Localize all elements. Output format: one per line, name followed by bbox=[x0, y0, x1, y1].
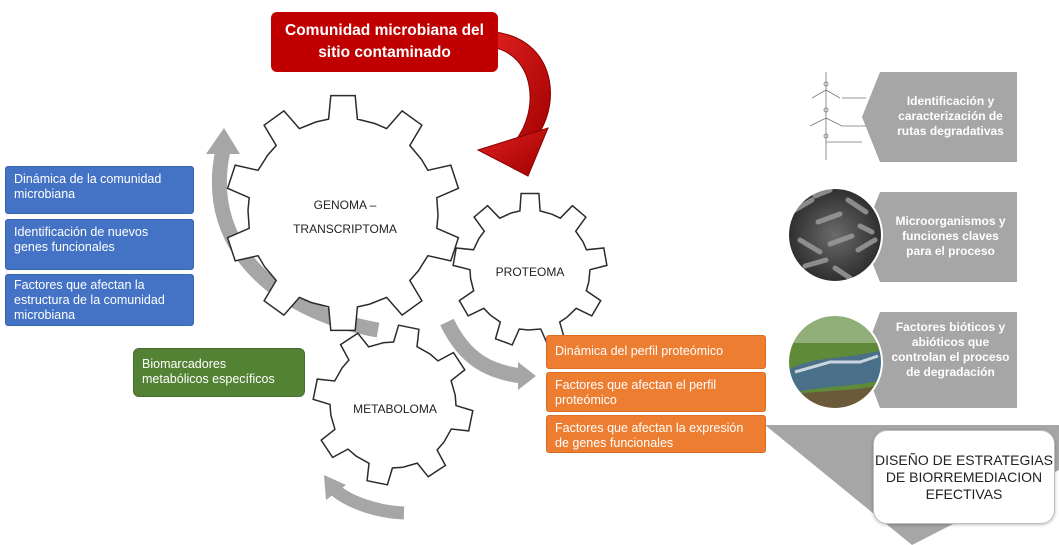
arrow-to-orange bbox=[440, 318, 524, 384]
pathway-diagram-image bbox=[809, 72, 866, 160]
panel-text-factors: Factores bióticos y abióticos que contro… bbox=[891, 320, 1010, 379]
panel-text-pathways: Identificación y caracterización de ruta… bbox=[897, 94, 1004, 138]
gear-genoma bbox=[226, 94, 460, 332]
panel-text-microorganisms: Microorganismos y funciones claves para … bbox=[895, 214, 1006, 258]
blue-box-community-structure: Factores que afectan la estructura de la… bbox=[5, 274, 194, 326]
arc-arrow-left-head bbox=[206, 128, 240, 154]
gray-panel-2 bbox=[862, 192, 1017, 282]
arrow-bottom bbox=[330, 484, 405, 520]
orange-box-gene-expression: Factores que afectan la expresión de gen… bbox=[546, 415, 766, 453]
gray-panel-3 bbox=[862, 312, 1017, 408]
contaminated-site-photo bbox=[788, 315, 882, 409]
orange-box-proteomic-factors: Factores que afectan el perfil proteómic… bbox=[546, 372, 766, 412]
orange-box-proteomic-dynamics: Dinámica del perfil proteómico bbox=[546, 335, 766, 369]
final-box-bioremediation: DISEÑO DE ESTRATEGIAS DE BIORREMEDIACION… bbox=[873, 430, 1055, 524]
gray-panel-1 bbox=[862, 72, 1017, 162]
title-box-microbial-community: Comunidad microbiana del sitio contamina… bbox=[271, 12, 498, 72]
gear-metaboloma bbox=[312, 324, 474, 486]
gear-label-proteoma: PROTEOMA bbox=[495, 265, 565, 279]
blue-box-community-dynamics: Dinámica de la comunidad microbiana bbox=[5, 166, 194, 214]
blue-box-new-genes: Identificación de nuevos genes funcional… bbox=[5, 219, 194, 270]
gear-label-genoma: GENOMA – TRANSCRIPTOMA bbox=[293, 198, 397, 236]
green-box-biomarkers: Biomarcadores metabólicos específicos bbox=[133, 348, 305, 397]
gear-label-metaboloma: METABOLOMA bbox=[353, 402, 437, 416]
arrow-bottom-head bbox=[324, 475, 346, 500]
microscopy-image bbox=[788, 188, 882, 282]
red-arrow-head bbox=[476, 127, 549, 177]
arrow-to-orange-head bbox=[518, 362, 536, 390]
